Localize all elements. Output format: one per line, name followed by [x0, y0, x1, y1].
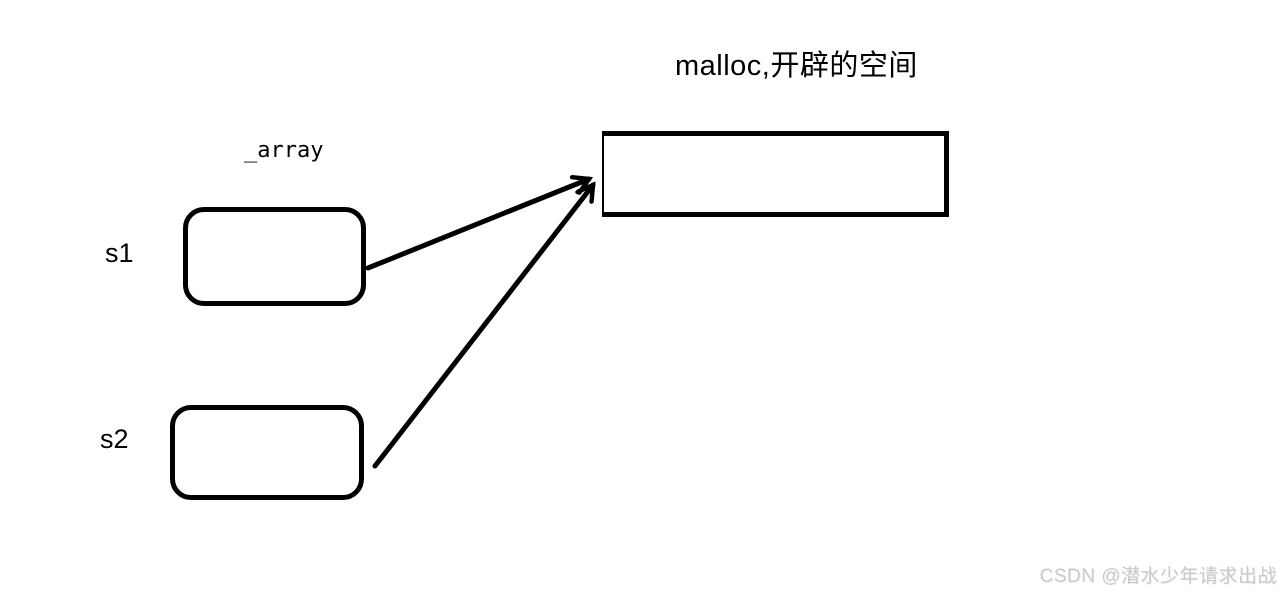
- arrow-s2-to-malloc: [372, 185, 593, 469]
- array-pointer-label: _array: [244, 138, 324, 163]
- s1-label: s1: [105, 238, 134, 268]
- s2-label: s2: [100, 424, 129, 454]
- s1-object-box: [183, 207, 366, 306]
- malloc-space-box: [602, 131, 949, 217]
- s2-object-box: [170, 405, 364, 500]
- csdn-watermark: CSDN @潜水少年请求出战: [1039, 566, 1277, 587]
- arrow-s1-to-malloc: [365, 179, 589, 271]
- diagram-title: malloc,开辟的空间: [675, 50, 918, 82]
